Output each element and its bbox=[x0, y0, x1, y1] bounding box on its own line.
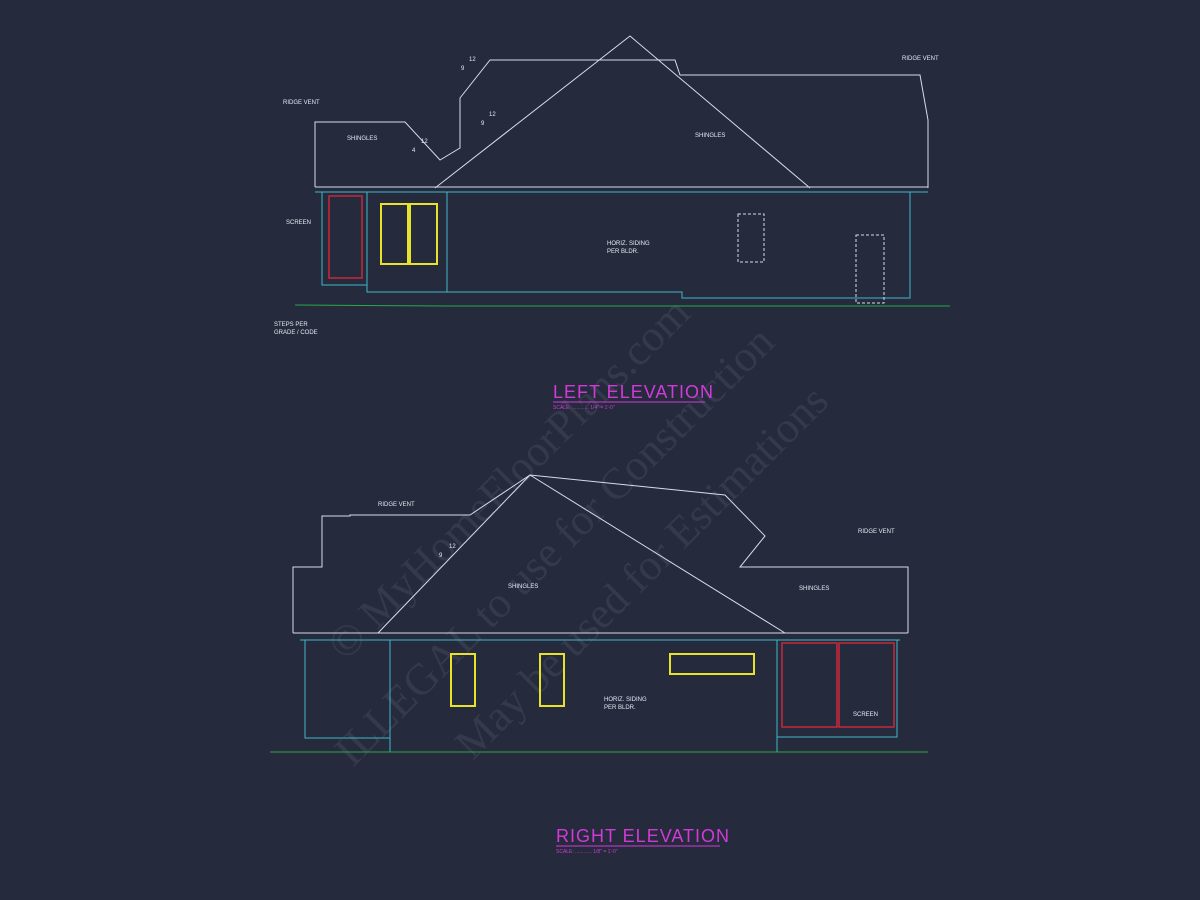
right-elevation-scale: SCALE: ............ 1/8" = 1'-0" bbox=[556, 849, 618, 855]
label-steps: GRADE / CODE bbox=[274, 330, 318, 336]
label-ridge-vent: RIDGE VENT bbox=[283, 100, 320, 106]
door-dashed bbox=[855, 234, 885, 304]
right-elevation: RIDGE VENT RIDGE VENT SHINGLES SHINGLES … bbox=[270, 474, 928, 855]
screen-panel bbox=[781, 642, 838, 728]
label-ridge-vent: RIDGE VENT bbox=[858, 529, 895, 535]
pitch-run: 12 bbox=[449, 544, 456, 550]
pitch-rise: 9 bbox=[481, 121, 485, 127]
pitch-run: 12 bbox=[489, 112, 496, 118]
watermark: © MyHomeFloorPlans.com ILLEGAL to use fo… bbox=[318, 288, 838, 776]
left-elevation-scale: SCALE: ............ 1/4" = 1'-0" bbox=[553, 405, 615, 411]
window bbox=[409, 203, 438, 265]
label-ridge-vent: RIDGE VENT bbox=[902, 56, 939, 62]
label-shingles: SHINGLES bbox=[347, 136, 377, 142]
left-roof-outline bbox=[314, 59, 929, 188]
label-ridge-vent: RIDGE VENT bbox=[378, 502, 415, 508]
window bbox=[450, 653, 476, 707]
label-screen: SCREEN bbox=[286, 220, 311, 226]
screen-panel bbox=[838, 642, 895, 728]
left-main-gable bbox=[434, 35, 811, 189]
left-elevation: RIDGE VENT RIDGE VENT SHINGLES SHINGLES … bbox=[274, 35, 950, 411]
right-roof-outline bbox=[292, 474, 909, 633]
screen-panel bbox=[328, 195, 363, 279]
pitch-rise: 9 bbox=[461, 66, 465, 72]
label-siding: HORIZ. SIDING bbox=[604, 697, 647, 703]
pitch-rise: 9 bbox=[439, 553, 443, 559]
label-siding: PER BLDR. bbox=[604, 705, 636, 711]
window bbox=[669, 653, 755, 675]
label-shingles: SHINGLES bbox=[695, 133, 725, 139]
label-siding: PER BLDR. bbox=[607, 249, 639, 255]
window bbox=[380, 203, 409, 265]
left-elevation-title: LEFT ELEVATION bbox=[553, 382, 714, 402]
pitch-run: 12 bbox=[421, 139, 428, 145]
right-main-gable bbox=[377, 474, 786, 634]
label-siding: HORIZ. SIDING bbox=[607, 241, 650, 247]
label-shingles: SHINGLES bbox=[799, 586, 829, 592]
label-screen: SCREEN bbox=[853, 712, 878, 718]
pitch-rise: 4 bbox=[412, 148, 416, 154]
label-steps: STEPS PER bbox=[274, 322, 308, 328]
window-dashed bbox=[737, 213, 765, 263]
label-shingles: SHINGLES bbox=[508, 584, 538, 590]
pitch-run: 12 bbox=[469, 57, 476, 63]
right-elevation-title: RIGHT ELEVATION bbox=[556, 826, 730, 846]
window bbox=[539, 653, 565, 707]
